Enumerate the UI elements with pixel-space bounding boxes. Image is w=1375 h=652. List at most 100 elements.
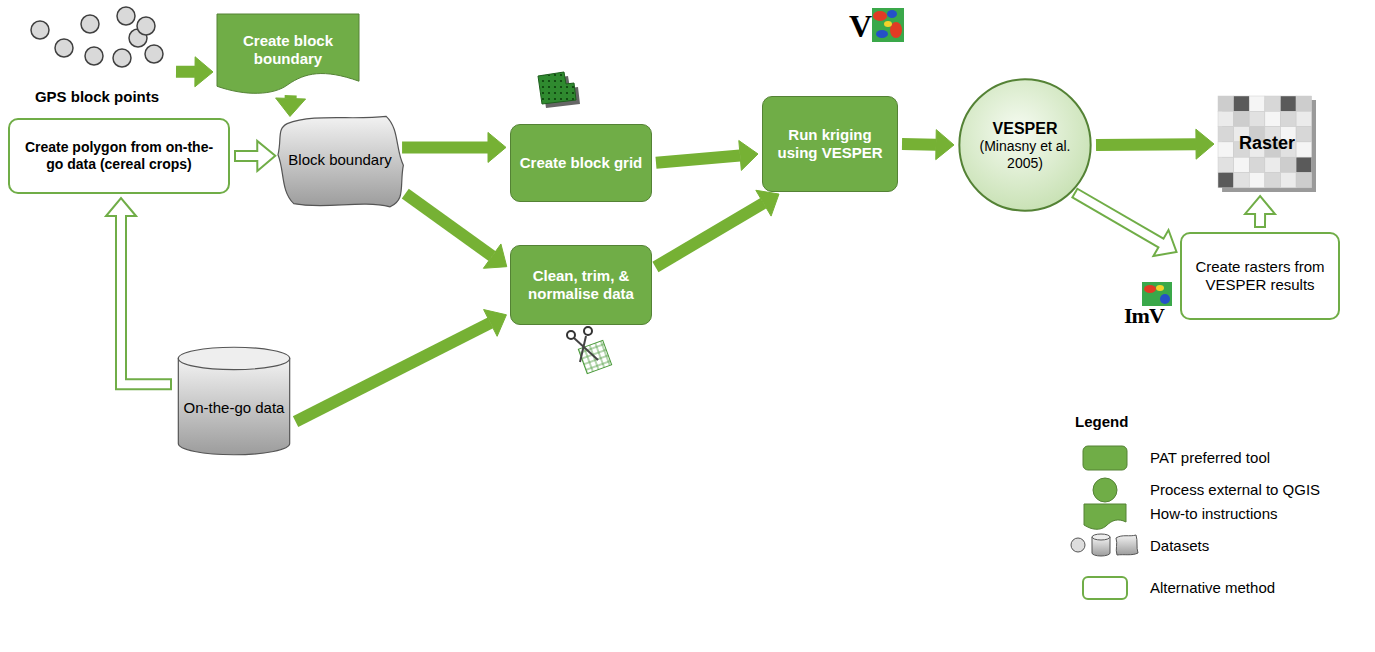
raster-cell [1218,111,1234,126]
arrow-head [739,141,758,171]
flow-arrow [176,57,213,87]
gps-point [137,17,155,35]
legend-text: Process external to QGIS [1150,481,1320,498]
raster-cell [1296,111,1312,126]
raster-cell [1280,111,1296,126]
raster-cell [1234,157,1250,172]
legend-text: Datasets [1150,537,1209,554]
raster-cell [1249,111,1265,126]
node-text: Run kriging using VESPER [771,126,889,162]
node-subtext: (Minasny et al. 2005) [972,138,1078,172]
arrow-head [1196,129,1214,159]
alternative-box: Create rasters from VESPER results [1180,232,1340,320]
legend-swatch [1083,446,1127,470]
arrow-head [276,98,306,117]
raster-cell [1218,142,1234,157]
arrow-inner [236,152,260,160]
legend-samples [1071,504,1138,599]
node-text: Create rasters from VESPER results [1190,258,1330,294]
raster-cell [1218,127,1234,142]
gps-point [117,7,135,25]
node-text: Create polygon from on-the-go data (cere… [18,139,220,173]
node-label: Block boundary [288,151,391,169]
flow-arrow [1074,193,1177,256]
flow-arrow [276,95,306,116]
raster-cell [1296,173,1312,188]
arrow-head [756,190,779,216]
legend-text: How-to instructions [1150,505,1278,522]
gps-point [55,39,73,57]
raster-cell [1234,173,1250,188]
raster-cell [1296,142,1312,157]
raster-cell [1218,173,1234,188]
raster-cell [1296,157,1312,172]
arrow-head [484,310,507,337]
node-text: Block boundary [288,151,392,169]
arrow-head [195,57,213,87]
raster-cell [1218,157,1234,172]
arrow-inner [1076,194,1164,245]
node-label: Raster [1239,133,1295,155]
flow-arrow [296,310,507,422]
gps-point [113,49,131,67]
raster-cell [1280,157,1296,172]
legend-text: Alternative method [1150,579,1275,596]
gps-point [145,45,163,63]
node-text: VESPER(Minasny et al. 2005) [972,119,1078,172]
node-label: Clean, trim, & normalise data [519,267,643,303]
arrow-shaft [296,323,491,422]
process-box: Run kriging using VESPER [762,96,898,192]
raster-cell [1280,96,1296,111]
raster-cell [1265,111,1281,126]
flow-arrow [106,198,172,384]
gps-point [31,21,49,39]
clean-icon [567,327,612,374]
process-box: Clean, trim, & normalise data [510,245,652,325]
node-text: Create block boundary [225,32,351,68]
node-text: On-the-go data [182,399,286,417]
banner-shape [217,14,359,93]
circle-shape [959,79,1090,210]
raster-cell [1234,111,1250,126]
node-label: Create polygon from on-the-go data (cere… [18,139,220,173]
icon-letter: V [849,8,872,45]
external-circle: VESPER(Minasny et al. 2005) [958,78,1092,212]
raster-cell [1296,96,1312,111]
gps-point [85,47,103,65]
flow-arrow [1096,129,1214,159]
grid-icon [538,72,580,108]
gps-point [81,15,99,33]
flow-arrow [656,141,758,171]
cylinder-top [178,347,289,369]
arrow-shaft [405,194,492,257]
arrow-shaft [656,155,740,162]
dataset-blob: Block boundary [274,108,406,212]
imv-icon [1142,282,1172,306]
howto-banner: Create block boundary [217,14,359,98]
arrow-shaft [176,66,195,78]
raster-cell [1265,157,1281,172]
flow-arrow [234,141,275,171]
dataset-cylinder: On-the-go data [176,345,292,457]
flow-arrow [405,194,506,269]
legend-text: PAT preferred tool [1150,449,1270,466]
raster-shadow [1222,100,1316,192]
flow-arrow [902,130,954,160]
flow-arrow [655,190,779,267]
raster-cell [1265,173,1281,188]
blob-shape [278,116,403,206]
raster-cell [1249,157,1265,172]
arrow-head [936,130,954,160]
node-text: Clean, trim, & normalise data [519,267,643,303]
raster-image: Raster [1218,96,1316,192]
arrow-head [488,132,506,162]
raster-cell [1280,173,1296,188]
arrow-shaft [1096,138,1196,151]
arrow-shaft [655,203,763,267]
arrow-inner [1256,211,1264,226]
raster-cell [1234,96,1250,111]
legend-swatch [1093,478,1117,502]
node-label: VESPER [993,119,1058,138]
node-label: Create block grid [520,154,643,172]
